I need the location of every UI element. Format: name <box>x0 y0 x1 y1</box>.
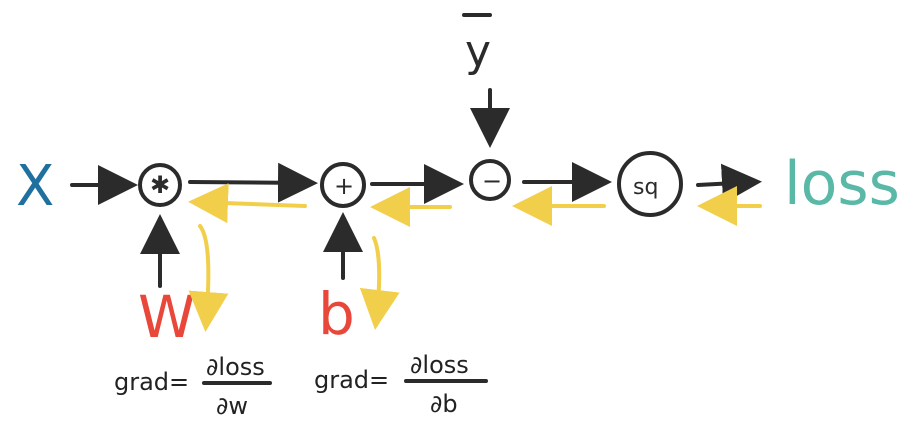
grad-b-prefix: grad= <box>314 366 389 394</box>
input-b-label: b <box>318 280 355 348</box>
backward-arrow-add-to-b <box>359 236 400 330</box>
arrow-multiply-to-add <box>188 162 318 203</box>
input-w-label: W <box>138 283 195 351</box>
grad-w-numerator: ∂loss <box>206 353 265 381</box>
multiply-node <box>138 163 182 207</box>
grad-w-denominator: ∂w <box>216 392 248 420</box>
grad-b-numerator: ∂loss <box>410 351 469 379</box>
grad-b-denominator: ∂b <box>430 390 458 418</box>
add-node <box>320 162 366 208</box>
input-ybar-label: y <box>465 26 491 77</box>
input-x-label: X <box>16 154 54 219</box>
grad-w-prefix: grad= <box>114 368 189 396</box>
arrow-square-to-loss <box>696 163 762 204</box>
subtract-node-symbol: − <box>482 167 502 195</box>
loss-label: loss <box>784 149 900 219</box>
add-node-symbol: + <box>334 172 354 200</box>
square-node <box>617 151 683 217</box>
subtract-node <box>469 159 511 201</box>
multiply-node-symbol: ✱ <box>150 171 170 199</box>
backward-arrow-multiply-to-w <box>188 224 229 332</box>
square-node-symbol: sq <box>633 175 658 200</box>
backward-arrow-add-to-multiply <box>188 183 307 224</box>
